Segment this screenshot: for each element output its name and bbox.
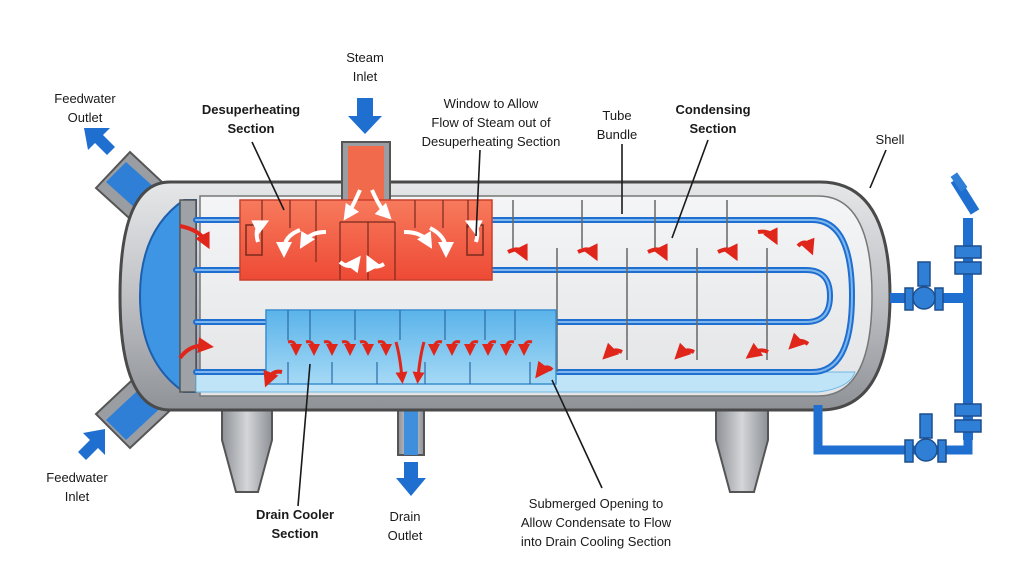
shell-label: Shell (875, 132, 905, 147)
condensing-flow-arrows (178, 224, 815, 388)
feedwater-inlet-arrow-icon (78, 429, 105, 460)
drain-outlet-arrow-icon (396, 462, 426, 496)
steam-flow-arrows (251, 189, 483, 274)
external-piping (813, 172, 980, 455)
support-plates (512, 200, 768, 372)
desuperheating-section-box (239, 199, 493, 281)
drain-cooler-flow-arrows (287, 340, 533, 384)
steam-inlet-nozzle (341, 141, 391, 206)
u-tube-bundle (193, 217, 856, 375)
steam-inlet-arrow-icon (348, 98, 382, 134)
support-legs (221, 399, 769, 493)
tube-sheet (179, 199, 197, 393)
valves (904, 245, 982, 463)
feedwater-outlet-arrow-icon (84, 128, 115, 155)
leader-lines (251, 139, 887, 507)
